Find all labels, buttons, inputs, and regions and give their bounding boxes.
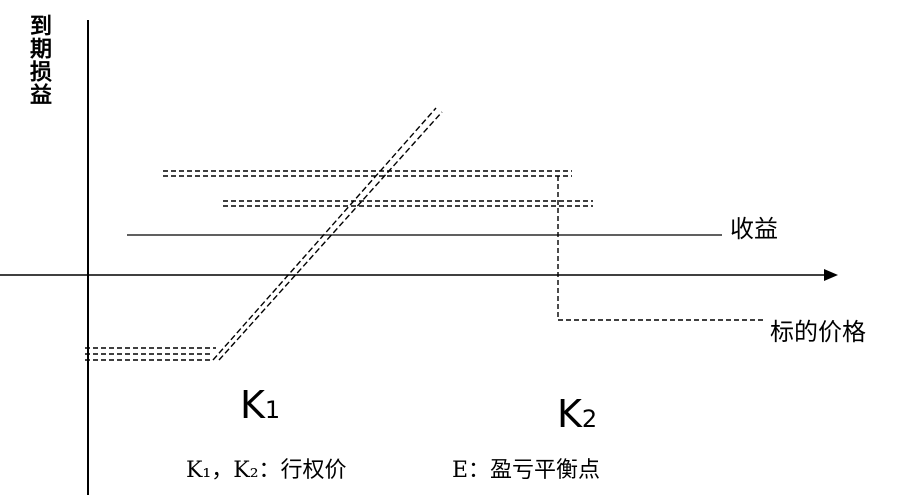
x-axis-label: 标的价格 bbox=[770, 318, 866, 346]
strike-k2-label: K2 bbox=[557, 392, 597, 436]
breakeven-note: E：盈亏平衡点 bbox=[452, 458, 601, 483]
payoff-diagonal-1 bbox=[212, 107, 437, 361]
strike-k2-subscript: 2 bbox=[581, 405, 598, 433]
strike-k2-letter: K bbox=[557, 392, 582, 436]
strike-note: K₁，K₂：行权价 bbox=[186, 458, 347, 483]
strike-k1-subscript: 1 bbox=[264, 396, 281, 424]
strike-k1-letter: K bbox=[240, 383, 265, 427]
payoff-diagonal-2 bbox=[218, 111, 443, 361]
income-label: 收益 bbox=[730, 215, 778, 243]
x-axis-arrowhead bbox=[824, 269, 838, 281]
strike-k1-label: K1 bbox=[240, 383, 280, 427]
y-axis-label: 到期损益 bbox=[26, 14, 52, 106]
